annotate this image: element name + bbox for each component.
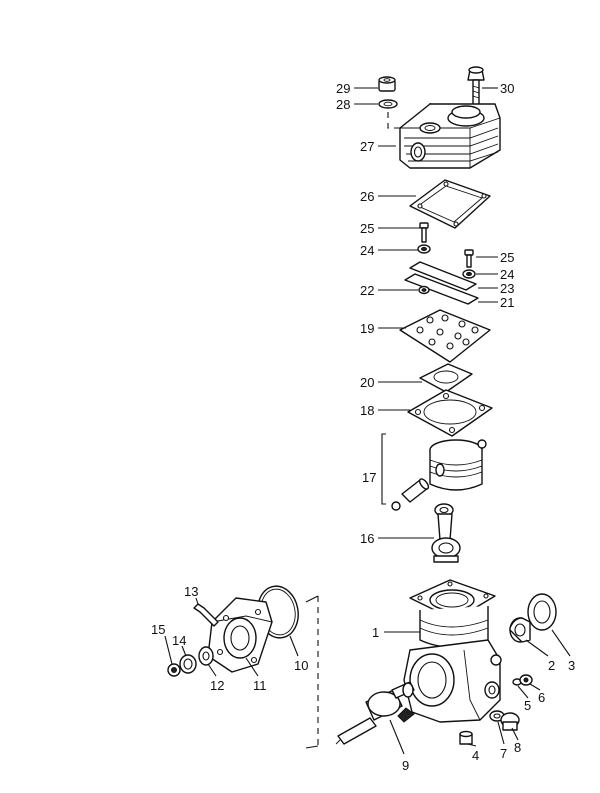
callout-22: 22	[360, 283, 374, 298]
callout-29: 29	[336, 81, 350, 96]
callout-23: 23	[500, 281, 514, 296]
head-gasket-part-26	[409, 179, 491, 229]
cylinder-head-part-27	[399, 103, 501, 169]
callout-17: 17	[362, 470, 376, 485]
connecting-rod-part-16	[431, 503, 461, 563]
plug-part-8	[500, 712, 520, 731]
callout-7: 7	[500, 746, 507, 761]
screw-part-25b	[464, 249, 474, 268]
valve-plate-part-19	[399, 309, 491, 363]
callout-28: 28	[336, 97, 350, 112]
callout-25a: 25	[360, 221, 374, 236]
callout-24b: 24	[500, 267, 514, 282]
callout-10: 10	[294, 658, 308, 673]
leader-lines	[164, 87, 571, 755]
crankshaft-part-9	[335, 681, 415, 745]
callout-25b: 25	[500, 250, 514, 265]
plug-part-29	[378, 76, 396, 92]
callout-16: 16	[360, 531, 374, 546]
callout-labels: 29 28 30 27 26 25 24 25 24 23 22 21 19 2…	[151, 81, 575, 773]
plug-part-4	[459, 730, 473, 745]
bearing-part-2	[509, 617, 531, 643]
callout-14: 14	[172, 633, 186, 648]
gasket-part-18	[407, 389, 493, 437]
callout-18: 18	[360, 403, 374, 418]
callout-1: 1	[372, 625, 379, 640]
nut-part-24b	[462, 269, 476, 279]
valve-plate-part-21	[404, 273, 479, 305]
callout-21: 21	[500, 295, 514, 310]
seal-part-3	[527, 593, 557, 631]
washer-part-28	[378, 99, 398, 109]
callout-30: 30	[500, 81, 514, 96]
bolt-part-13	[193, 603, 219, 627]
nut-part-24a	[417, 244, 431, 254]
callout-11: 11	[253, 678, 267, 693]
callout-5: 5	[524, 698, 531, 713]
piston-assembly-part-17	[381, 433, 487, 511]
callout-26: 26	[360, 189, 374, 204]
screw-part-25a	[419, 222, 429, 243]
end-cover-part-11	[207, 597, 273, 673]
nut-part-22	[418, 285, 430, 295]
gasket-part-20	[419, 363, 473, 393]
callout-19: 19	[360, 321, 374, 336]
callout-24a: 24	[360, 243, 374, 258]
valve-stop-part-23	[409, 261, 477, 291]
nut-part-15	[167, 663, 181, 677]
callout-3: 3	[568, 658, 575, 673]
callout-9: 9	[402, 758, 409, 773]
bearing-part-14	[179, 654, 197, 674]
callout-2: 2	[548, 658, 555, 673]
callout-20: 20	[360, 375, 374, 390]
callout-8: 8	[514, 740, 521, 755]
callout-6: 6	[538, 690, 545, 705]
bolt-part-30	[467, 66, 485, 107]
seal-part-12	[198, 646, 214, 666]
nut-part-6	[519, 674, 533, 686]
crankcase-part-1	[403, 579, 502, 723]
callout-4: 4	[472, 748, 479, 763]
callout-15: 15	[151, 622, 165, 637]
callout-27: 27	[360, 139, 374, 154]
callout-13: 13	[184, 584, 198, 599]
callout-12: 12	[210, 678, 224, 693]
